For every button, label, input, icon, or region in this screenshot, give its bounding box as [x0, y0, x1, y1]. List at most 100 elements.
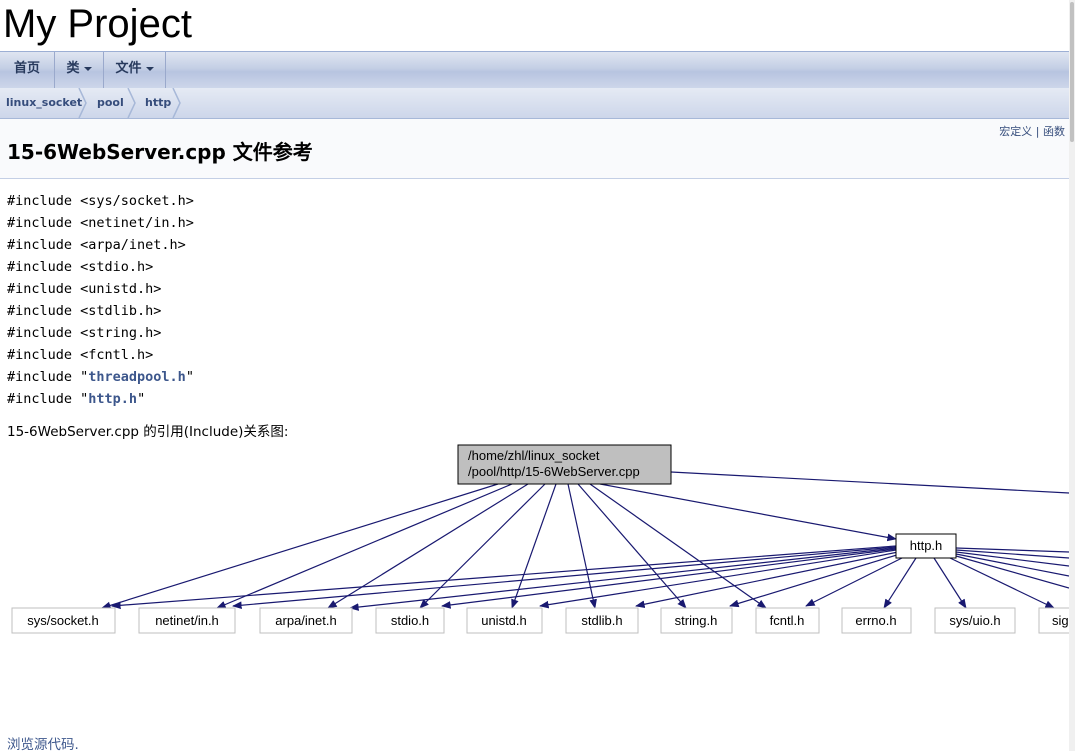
include-list: #include <sys/socket.h> #include <netine…	[7, 190, 194, 410]
graph-edge	[349, 547, 897, 611]
leaf-node-label: string.h	[675, 613, 718, 628]
include-text: #include <unistd.h>	[7, 281, 162, 297]
leaf-node-stdlib: stdlib.h	[565, 607, 639, 634]
include-text: #include "	[7, 391, 89, 407]
project-name: My Project	[3, 2, 192, 46]
view-source-link[interactable]: 浏览源代码.	[7, 737, 79, 753]
page-header: 宏定义 | 函数 15-6WebServer.cpp 文件参考	[0, 119, 1069, 179]
include-line: #include <netinet/in.h>	[7, 212, 194, 234]
graph-edge	[635, 551, 899, 609]
include-quote: "	[137, 391, 146, 407]
leaf-node-errno: errno.h	[841, 607, 912, 634]
include-graph: /home/zhl/linux_socket /pool/http/15-6We…	[11, 444, 1069, 634]
nav-classes[interactable]: 类	[55, 52, 104, 88]
include-text: #include <string.h>	[7, 325, 162, 341]
graph-edge	[539, 549, 897, 609]
breadcrumb-linux-socket[interactable]: linux_socket	[6, 96, 83, 109]
graph-edge	[955, 553, 1069, 577]
breadcrumb-http[interactable]: http	[145, 96, 172, 109]
root-node: /home/zhl/linux_socket /pool/http/15-6We…	[457, 444, 672, 485]
graph-edge	[955, 555, 1069, 589]
include-line: #include "http.h"	[7, 388, 194, 410]
leaf-node-arpa-inet: arpa/inet.h	[259, 607, 353, 634]
leaf-node-label: sys/uio.h	[949, 613, 1000, 628]
leaf-node-label: stdlib.h	[581, 613, 622, 628]
breadcrumb-pool[interactable]: pool	[97, 96, 124, 109]
graph-edge	[216, 483, 513, 609]
leaf-node-fcntl: fcntl.h	[755, 607, 820, 634]
title-area: My Project	[0, 0, 1069, 50]
http-h-node[interactable]: http.h	[895, 533, 957, 559]
threadpool-h-link[interactable]: threadpool.h	[88, 369, 186, 385]
nav-classes-label: 类	[66, 61, 80, 76]
nav-home-label: 首页	[13, 61, 40, 76]
graph-edge	[955, 551, 1069, 567]
include-line: #include <stdlib.h>	[7, 300, 194, 322]
graph-edge	[949, 557, 1055, 609]
leaf-node-signal: sig	[1038, 607, 1069, 634]
breadcrumb: linux_socket pool http	[0, 88, 1069, 119]
main-nav: 首页 类 文件	[0, 51, 1069, 89]
graph-edge	[805, 555, 907, 607]
nav-files[interactable]: 文件	[104, 52, 166, 88]
leaf-node-label: stdio.h	[391, 613, 429, 628]
include-line: #include <unistd.h>	[7, 278, 194, 300]
leaf-node-string: string.h	[660, 607, 733, 634]
leaf-node-label: errno.h	[855, 613, 896, 628]
functions-link[interactable]: 函数	[1043, 125, 1065, 138]
include-line: #include <string.h>	[7, 322, 194, 344]
leaf-node-sys-uio: sys/uio.h	[934, 607, 1016, 634]
include-text: #include <sys/socket.h>	[7, 193, 194, 209]
graph-edge	[111, 545, 897, 610]
chevron-down-icon	[83, 66, 92, 71]
graph-edge	[577, 483, 687, 609]
breadcrumb-separator-icon	[78, 88, 87, 118]
breadcrumb-separator-icon	[127, 88, 136, 118]
page-title: 15-6WebServer.cpp 文件参考	[7, 140, 313, 164]
chevron-down-icon	[145, 66, 154, 71]
breadcrumb-separator-icon	[172, 88, 181, 118]
graph-edge	[955, 547, 1069, 553]
nav-home[interactable]: 首页	[0, 52, 55, 88]
include-text: #include <netinet/in.h>	[7, 215, 194, 231]
graph-edge	[327, 483, 529, 609]
graph-edges	[101, 471, 1069, 611]
root-node-line2: /pool/http/15-6WebServer.cpp	[468, 464, 640, 479]
include-line: #include <sys/socket.h>	[7, 190, 194, 212]
macros-link[interactable]: 宏定义	[999, 125, 1033, 138]
leaf-node-sys-socket: sys/socket.h	[11, 607, 116, 634]
include-line: #include <stdio.h>	[7, 256, 194, 278]
leaf-node-netinet-in: netinet/in.h	[138, 607, 236, 634]
leaf-node-label: arpa/inet.h	[275, 613, 336, 628]
http-h-node-label: http.h	[910, 538, 943, 553]
graph-edge	[232, 546, 897, 610]
include-line: #include "threadpool.h"	[7, 366, 194, 388]
include-text: #include "	[7, 369, 89, 385]
graph-caption: 15-6WebServer.cpp 的引用(Include)关系图:	[7, 424, 289, 440]
leaf-node-unistd: unistd.h	[466, 607, 543, 634]
graph-edge	[933, 557, 967, 609]
include-line: #include <arpa/inet.h>	[7, 234, 194, 256]
nav-files-label: 文件	[115, 61, 142, 76]
graph-edge	[589, 483, 767, 609]
include-line: #include <fcntl.h>	[7, 344, 194, 366]
include-text: #include <stdio.h>	[7, 259, 154, 275]
graph-edge	[955, 549, 1069, 559]
include-text: #include <fcntl.h>	[7, 347, 154, 363]
leaf-node-label: unistd.h	[481, 613, 527, 628]
graph-edge	[441, 548, 897, 609]
scrollbar-thumb[interactable]	[1070, 2, 1074, 142]
include-text: #include <stdlib.h>	[7, 303, 162, 319]
graph-edge	[511, 483, 557, 609]
scrollbar[interactable]	[1069, 0, 1075, 751]
leaf-node-label: netinet/in.h	[155, 613, 219, 628]
graph-edge	[670, 471, 1069, 494]
http-h-link[interactable]: http.h	[88, 391, 138, 407]
leaf-node-label: sig	[1052, 613, 1069, 628]
include-text: #include <arpa/inet.h>	[7, 237, 186, 253]
graph-edge	[599, 483, 897, 542]
summary-separator: |	[1035, 125, 1040, 138]
include-quote: "	[185, 369, 194, 385]
graph-edge	[729, 553, 901, 608]
leaf-node-stdio: stdio.h	[375, 607, 445, 634]
